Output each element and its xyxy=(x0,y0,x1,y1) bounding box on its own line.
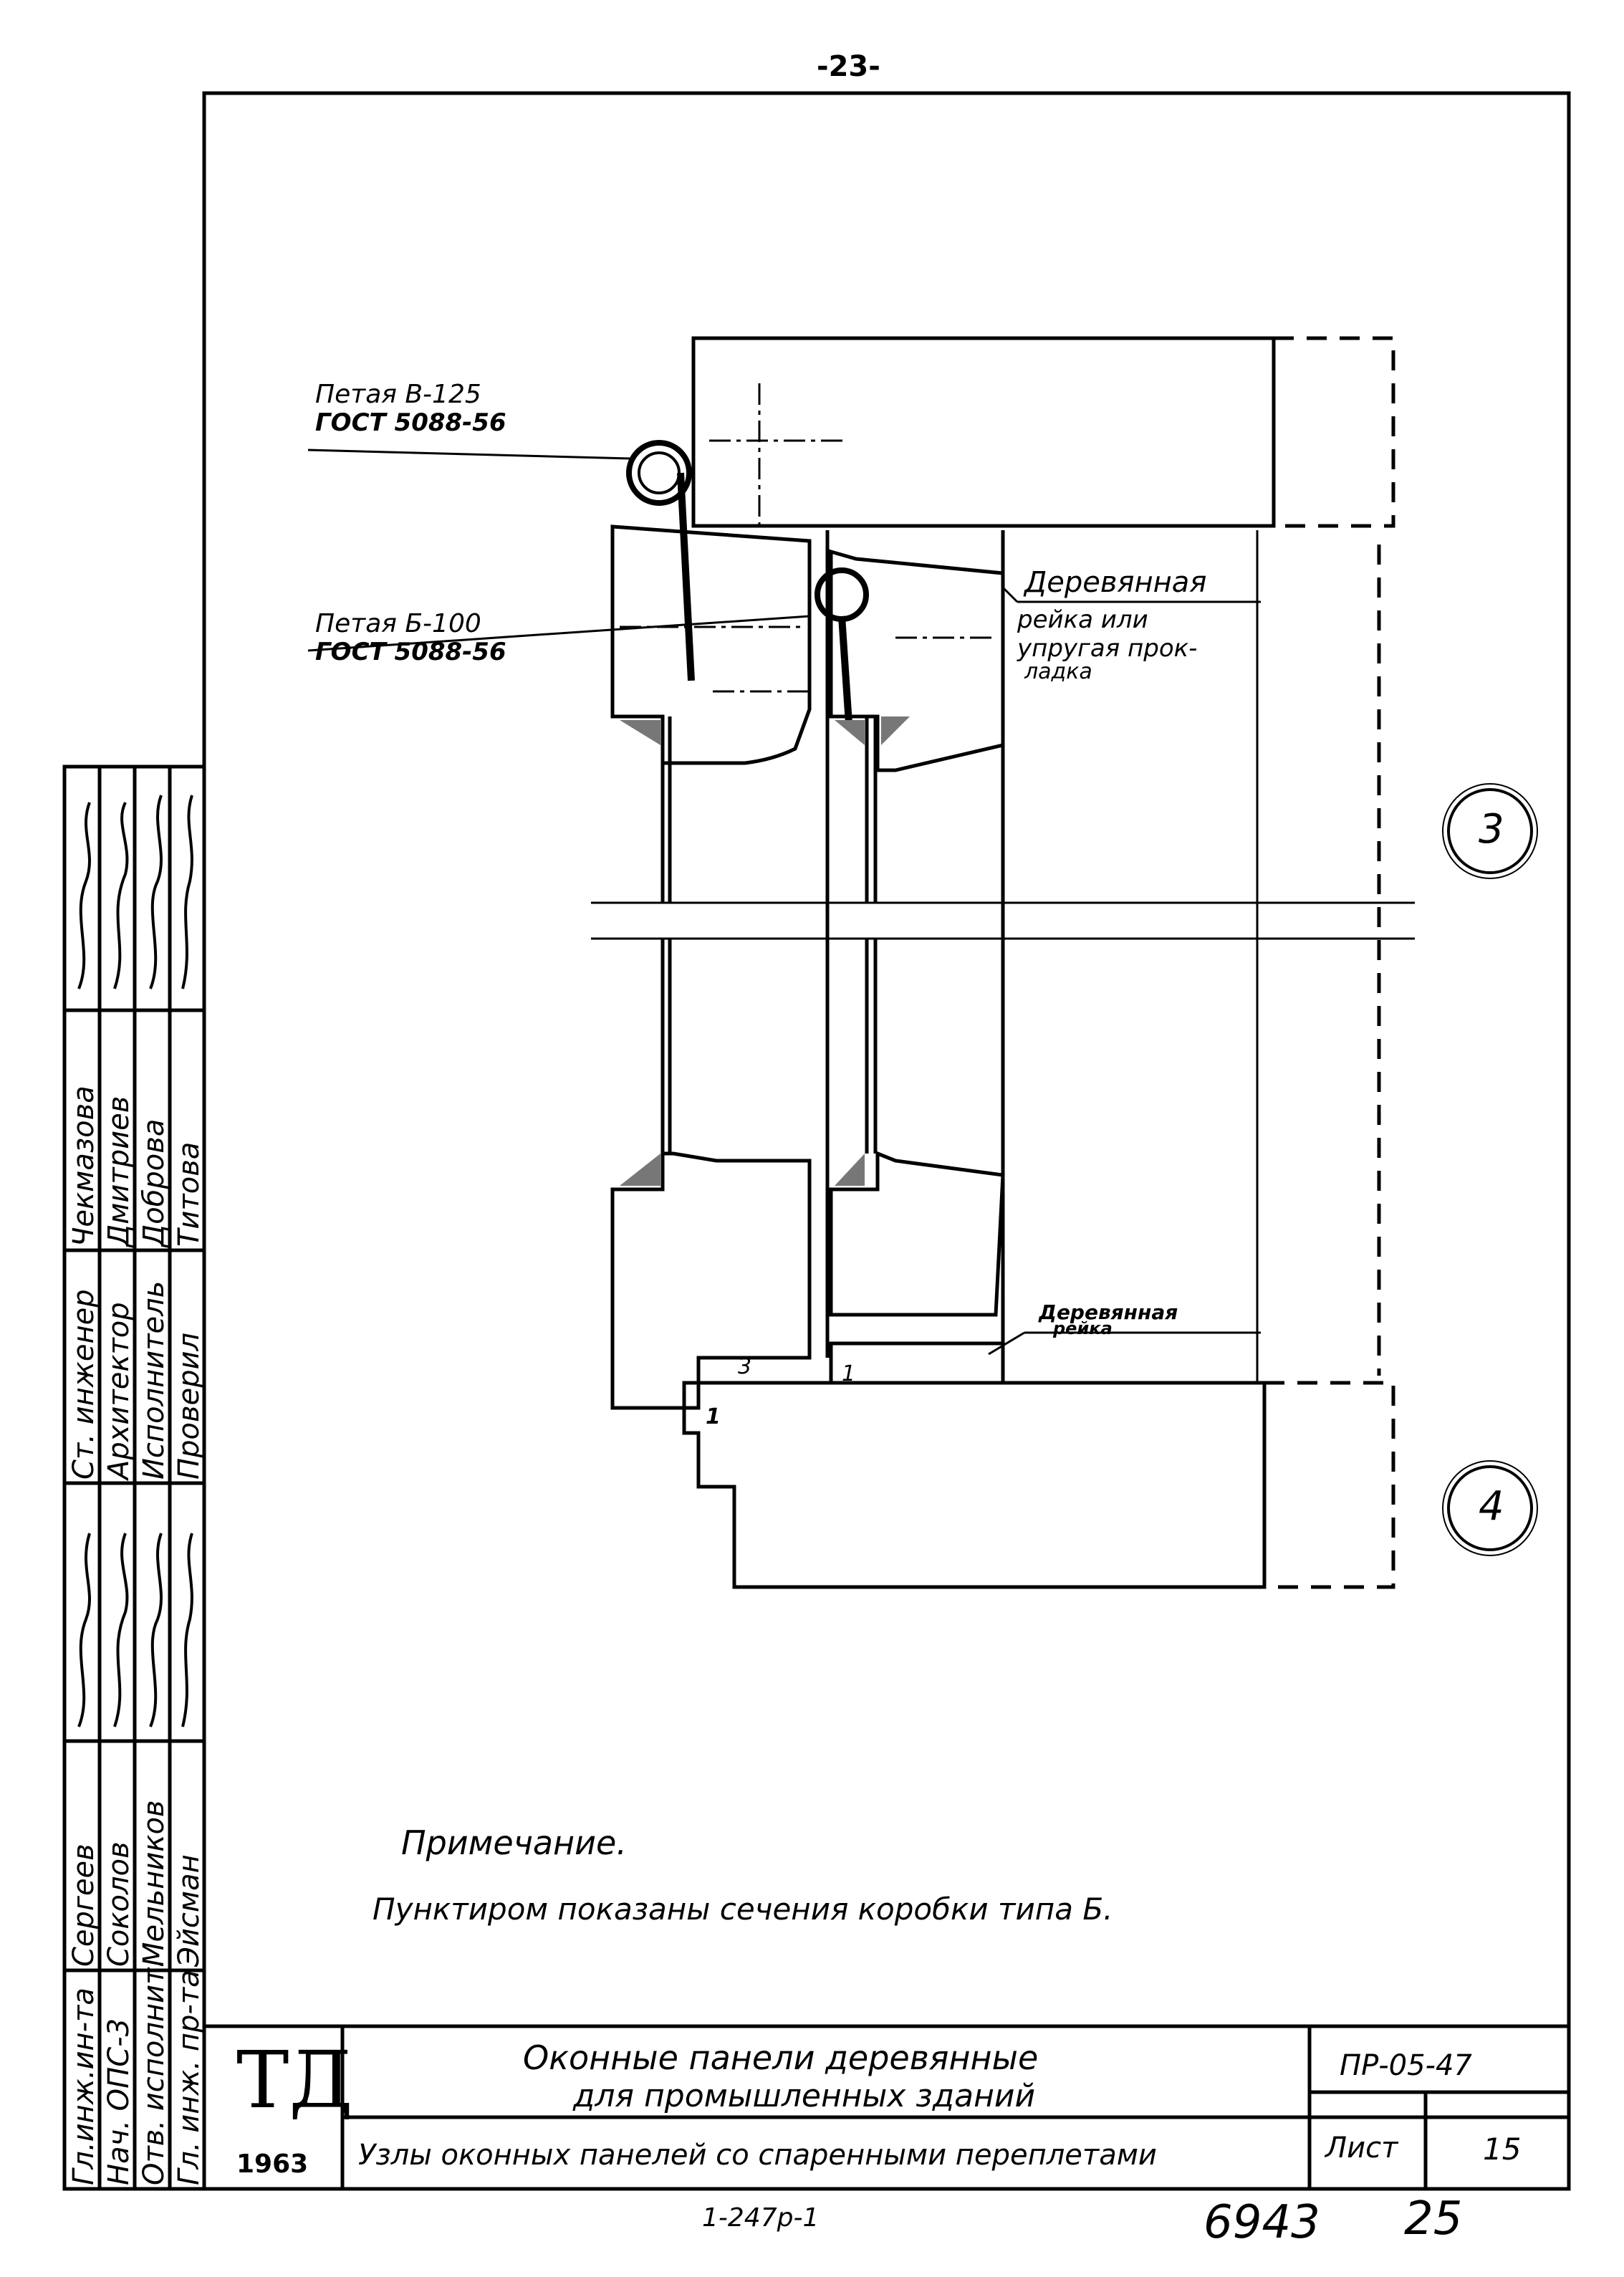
page-number: -23- xyxy=(817,50,880,83)
name-3: Мельников xyxy=(138,1800,170,1967)
bottom-sill-block xyxy=(682,1381,1267,1589)
role-1: Гл.инж.ин-та xyxy=(67,1988,100,2185)
callout-rail-bottom-2: рейка xyxy=(1053,1318,1113,1338)
note-text: Пунктиром показаны сечения коробки типа … xyxy=(373,1892,1113,1927)
name-1: Сергеев xyxy=(67,1844,100,1967)
note-title: Примечание. xyxy=(401,1823,627,1862)
outer-sash-bottom xyxy=(610,1151,812,1410)
logo-td: ТД xyxy=(236,2034,353,2126)
signature-scribbles xyxy=(77,795,193,1727)
inner-sash-bottom xyxy=(829,1151,1005,1317)
callout-hinge-mid-2: ГОСТ 5088-56 xyxy=(315,638,506,666)
sheet-number: 15 xyxy=(1483,2132,1522,2167)
sheet-label: Лист xyxy=(1325,2132,1398,2165)
callout-hinge-top-2: ГОСТ 5088-56 xyxy=(315,408,506,437)
mark-3: 3 xyxy=(738,1354,752,1379)
name-2: Соколов xyxy=(102,1841,135,1967)
footer-page: 25 xyxy=(1404,2192,1463,2245)
node-3-circle xyxy=(1447,788,1533,874)
year: 1963 xyxy=(236,2149,309,2179)
top-frame-block xyxy=(691,336,1276,528)
callout-rail-1: Деревянная xyxy=(1024,566,1207,599)
archive-number: 6943 xyxy=(1203,2196,1320,2249)
series-code: ПР-05-47 xyxy=(1340,2049,1472,2082)
callout-rail-4: ладка xyxy=(1024,659,1092,684)
hinge-top xyxy=(626,440,692,506)
mark-1b: 1 xyxy=(842,1361,856,1386)
hinge-middle xyxy=(815,567,869,622)
node-4-circle xyxy=(1447,1465,1533,1551)
callout-rail-3: упругая прок- xyxy=(1017,634,1198,663)
role-2: Нач. ОПС-3 xyxy=(102,2018,135,2185)
callout-hinge-mid-1: Петая Б-100 xyxy=(315,609,481,638)
node-number-3: 3 xyxy=(1479,806,1504,853)
role-4: Гл. инж. пр-та xyxy=(173,1970,206,2185)
callout-rail-2: рейка или xyxy=(1017,605,1148,634)
callout-rail-bottom-1: Деревянная xyxy=(1039,1300,1178,1324)
title-line-1: Оконные панели деревянные xyxy=(523,2038,1039,2077)
role-3: Отв. исполнит. xyxy=(138,1958,170,2185)
title-line-2: для промышленных зданий xyxy=(573,2078,1036,2114)
name-4: Эйсман xyxy=(173,1854,206,1967)
subtitle: Узлы оконных панелей со спаренными переп… xyxy=(358,2139,1157,2172)
node-number-4: 4 xyxy=(1479,1483,1504,1530)
callout-hinge-top-1: Петая В-125 xyxy=(315,380,481,409)
mark-1a: 1 xyxy=(706,1404,721,1429)
footer-code: 1-247р-1 xyxy=(702,2203,820,2233)
